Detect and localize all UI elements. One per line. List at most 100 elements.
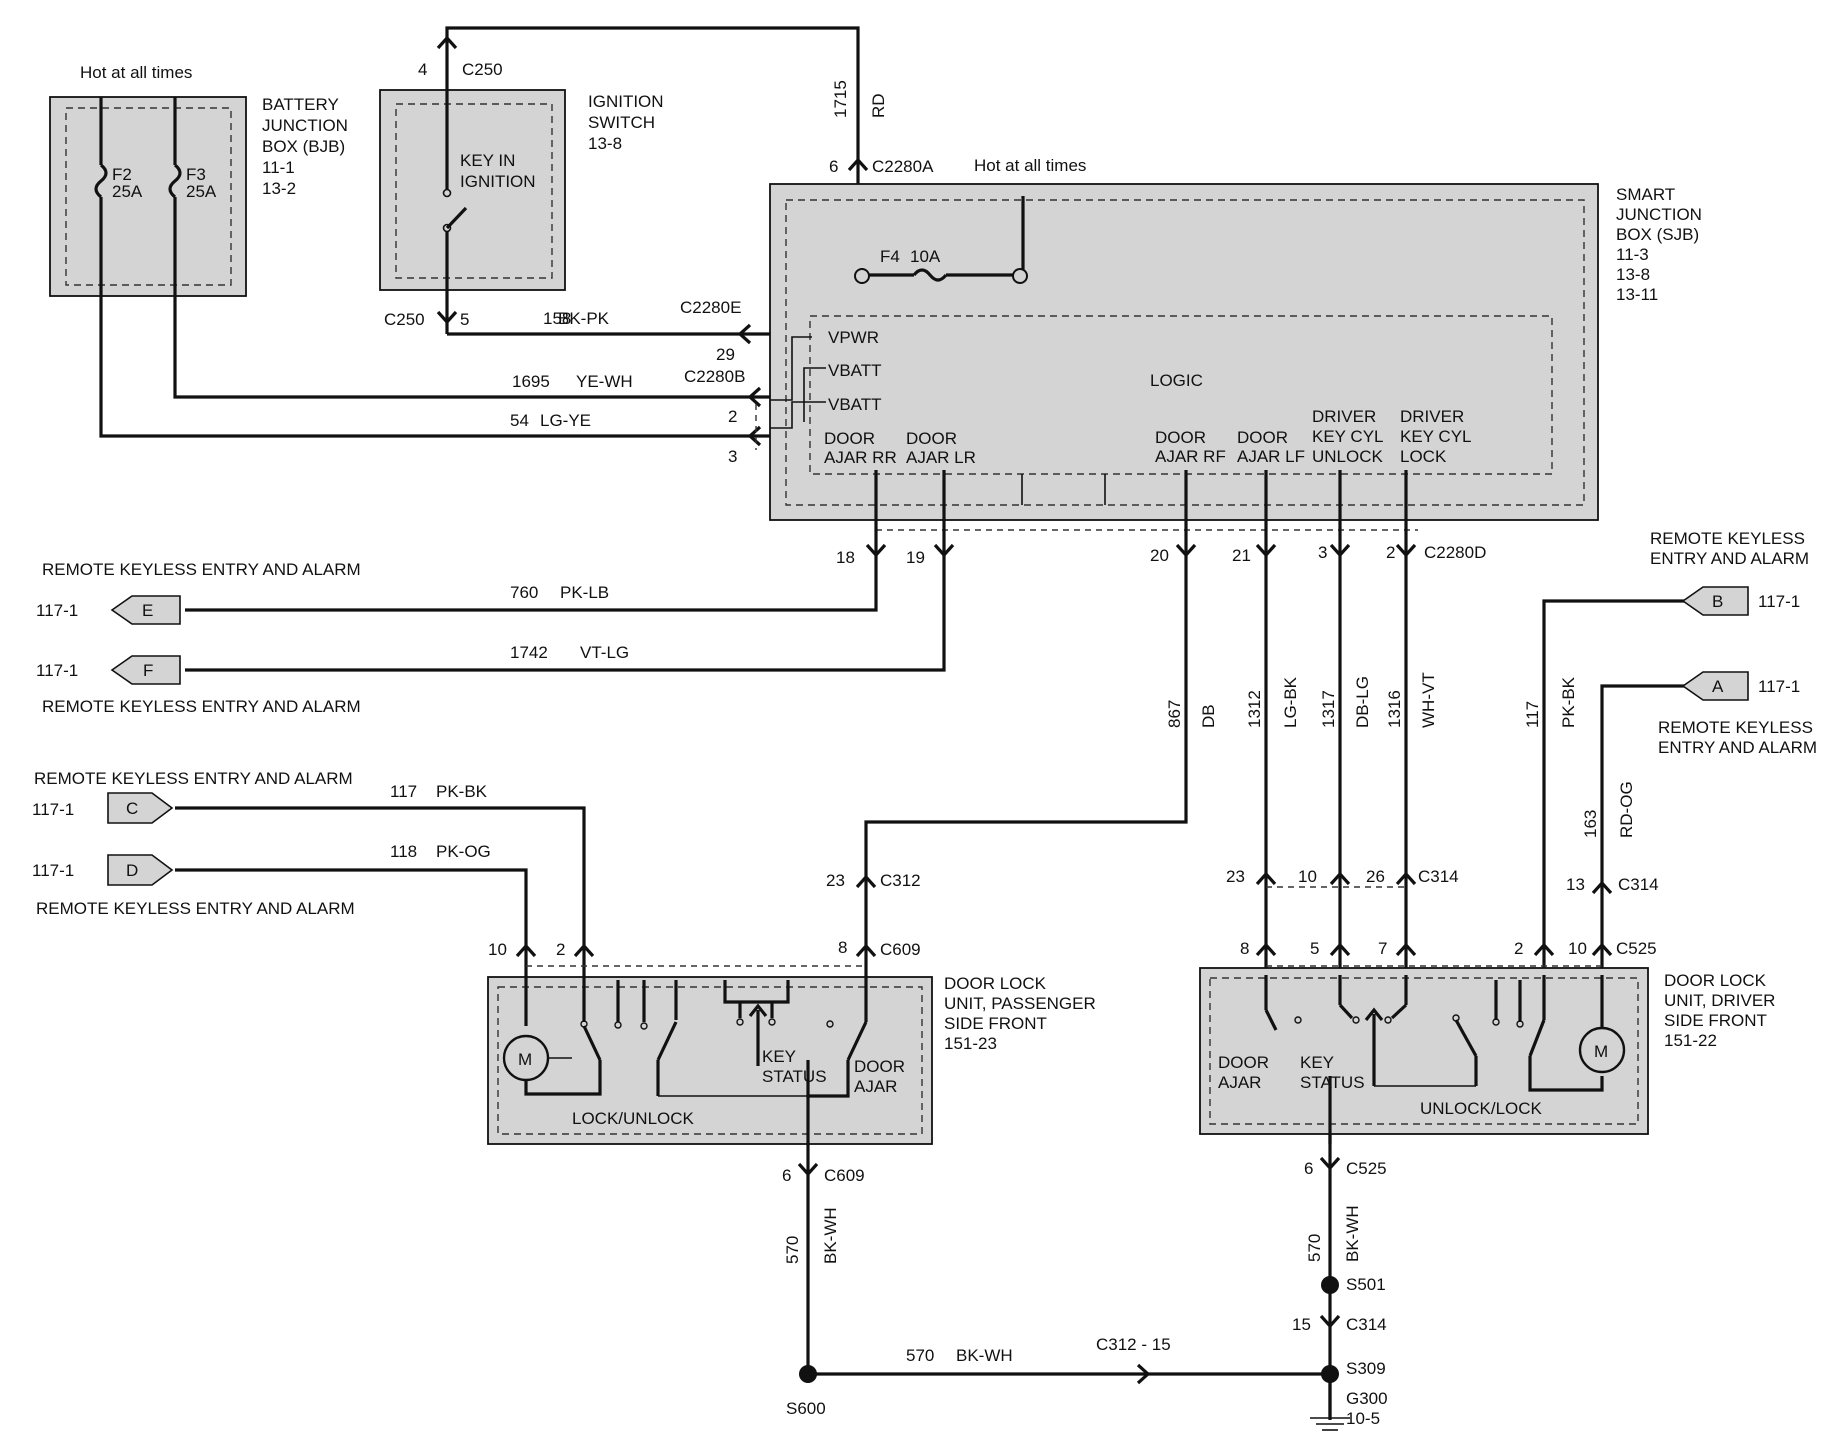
c314c-pin: 15 bbox=[1292, 1315, 1311, 1334]
c2280d-pin-19: 19 bbox=[906, 548, 925, 567]
wire-1695-ye-wh: 1695 YE-WH C2280B bbox=[173, 296, 770, 408]
driver-unit-label-3: SIDE FRONT bbox=[1664, 1011, 1767, 1030]
wire-1317-color: DB-LG bbox=[1353, 676, 1372, 728]
c525-pin-10: 10 bbox=[1568, 939, 1587, 958]
c609-pin-8: 8 bbox=[838, 938, 847, 957]
door-ajar-lf-label-1: DOOR bbox=[1237, 428, 1288, 447]
offpage-e-ref: 117-1 bbox=[36, 601, 78, 620]
fuse-f4-symbol bbox=[912, 268, 948, 282]
wire-117-pk-bk-right: 117 PK-BK bbox=[1523, 599, 1685, 1030]
s309-label: S309 bbox=[1346, 1359, 1386, 1378]
passenger-unit-label-1: DOOR LOCK bbox=[944, 974, 1047, 993]
bjb-label-5: 13-2 bbox=[262, 179, 296, 198]
c314-pin-26: 26 bbox=[1366, 867, 1385, 886]
wire-867-color: DB bbox=[1199, 704, 1218, 728]
offpage-f-letter: F bbox=[143, 661, 153, 680]
door-lock-unit-passenger: 10 2 8 C609 DOOR LOCK UNIT, PASSENGER SI… bbox=[487, 938, 1096, 1145]
connector-c2280d: 18 19 20 21 3 2 C2280D bbox=[836, 543, 1486, 567]
ignition-label-1: IGNITION bbox=[588, 92, 664, 111]
c250-bottom-label: C250 bbox=[384, 310, 425, 329]
wire-163-color: RD-OG bbox=[1617, 781, 1636, 838]
offpage-a-text-2: ENTRY AND ALARM bbox=[1658, 738, 1817, 757]
c2280d-label: C2280D bbox=[1424, 543, 1486, 562]
key-unlock-label-1: DRIVER bbox=[1312, 407, 1376, 426]
c2280a-pin: 6 bbox=[829, 157, 838, 176]
wire-117a-color: PK-BK bbox=[436, 782, 488, 801]
fuse-f3-amp: 25A bbox=[186, 182, 217, 201]
c250-bottom-arrow bbox=[436, 310, 458, 325]
bjb-label-1: BATTERY bbox=[262, 95, 339, 114]
key-unlock-label-3: UNLOCK bbox=[1312, 447, 1384, 466]
driver-unlock-lock-label: UNLOCK/LOCK bbox=[1420, 1099, 1543, 1118]
offpage-d-ref: 117-1 bbox=[32, 861, 74, 880]
s501-label: S501 bbox=[1346, 1275, 1386, 1294]
c314c-label: C314 bbox=[1346, 1315, 1387, 1334]
c250-top-label: C250 bbox=[462, 60, 503, 79]
wire-1695-color: YE-WH bbox=[576, 372, 633, 391]
offpage-connector-d: D 117-1 REMOTE KEYLESS ENTRY AND ALARM bbox=[32, 854, 355, 918]
door-ajar-rr-label-2: AJAR RR bbox=[824, 448, 897, 467]
wire-570-passenger-ground: 6 C609 570 BK-WH bbox=[782, 1144, 865, 1374]
c314-label: C314 bbox=[1418, 867, 1459, 886]
c312-label: C312 bbox=[880, 871, 921, 890]
wire-54-lg-ye: 54 LG-YE 2 3 bbox=[99, 296, 770, 466]
wire-1316-color: WH-VT bbox=[1419, 672, 1438, 728]
wire-570c-color: BK-WH bbox=[956, 1346, 1013, 1365]
driver-motor-icon bbox=[1578, 1026, 1626, 1074]
wire-570c-circuit: 570 bbox=[906, 1346, 934, 1365]
wire-1317-circuit: 1317 bbox=[1319, 690, 1338, 728]
c2280d-pin-2: 2 bbox=[1386, 543, 1395, 562]
wire-158-color: BK-PK bbox=[558, 309, 610, 328]
door-lock-unit-driver: 8 5 7 2 10 C525 DOOR LOCK UNIT, DRIVER S… bbox=[1199, 939, 1775, 1144]
fuse-f2-symbol bbox=[94, 163, 108, 199]
wire-1715-color: RD bbox=[869, 93, 888, 118]
offpage-f-ref: 117-1 bbox=[36, 661, 78, 680]
door-ajar-rf-label-1: DOOR bbox=[1155, 428, 1206, 447]
offpage-e-letter: E bbox=[142, 601, 153, 620]
wire-117b-circuit: 117 bbox=[1523, 701, 1542, 728]
driver-key-status-1: KEY bbox=[1300, 1053, 1334, 1072]
c250-top-pin: 4 bbox=[418, 60, 427, 79]
fuse-f4-label: F4 bbox=[880, 247, 900, 266]
c2280b-pin-3: 3 bbox=[728, 447, 737, 466]
wire-158-circuit: 158 bbox=[543, 309, 571, 328]
wire-1695-circuit: 1695 bbox=[512, 372, 550, 391]
offpage-a-ref: 117-1 bbox=[1758, 677, 1800, 696]
wire-570b-circuit: 570 bbox=[1305, 1234, 1324, 1262]
wire-118-color: PK-OG bbox=[436, 842, 491, 861]
driver-unit-label-2: UNIT, DRIVER bbox=[1664, 991, 1775, 1010]
offpage-c-letter: C bbox=[126, 799, 138, 818]
c525-label: C525 bbox=[1616, 939, 1657, 958]
wire-1742-color: VT-LG bbox=[580, 643, 629, 662]
wire-867-circuit: 867 bbox=[1165, 700, 1184, 728]
offpage-connector-b: B 117-1 REMOTE KEYLESS ENTRY AND ALARM bbox=[1650, 529, 1809, 616]
door-ajar-lr-label-1: DOOR bbox=[906, 429, 957, 448]
wire-1312-circuit: 1312 bbox=[1245, 690, 1264, 728]
offpage-f-text: REMOTE KEYLESS ENTRY AND ALARM bbox=[42, 697, 361, 716]
battery-junction-box: Hot at all times BATTERY JUNCTION BOX (B… bbox=[49, 63, 348, 297]
logic-label: LOGIC bbox=[1150, 371, 1203, 390]
passenger-lock-switch bbox=[582, 1025, 602, 1061]
fuse-f3-symbol bbox=[168, 163, 182, 199]
wire-570a-color: BK-WH bbox=[821, 1207, 840, 1264]
offpage-connector-a: A 117-1 REMOTE KEYLESS ENTRY AND ALARM bbox=[1658, 671, 1817, 757]
passenger-lock-unlock-label: LOCK/UNLOCK bbox=[572, 1109, 695, 1128]
driver-door-ajar-1: DOOR bbox=[1218, 1053, 1269, 1072]
c312-pin: 23 bbox=[826, 871, 845, 890]
g300-label: G300 bbox=[1346, 1389, 1388, 1408]
wire-163-rd-og: 163 RD-OG 13 C314 bbox=[1566, 684, 1685, 1030]
wire-117a-circuit: 117 bbox=[390, 782, 417, 801]
offpage-a-text-1: REMOTE KEYLESS bbox=[1658, 718, 1813, 737]
ground-g300: G300 10-5 bbox=[1310, 1374, 1388, 1431]
c2280b-pin-2: 2 bbox=[728, 407, 737, 426]
offpage-b-ref: 117-1 bbox=[1758, 592, 1800, 611]
wire-1742-circuit: 1742 bbox=[510, 643, 548, 662]
driver-unit-label-4: 151-22 bbox=[1664, 1031, 1717, 1050]
wire-570-driver-ground: 6 C525 570 BK-WH S501 15 C314 S309 bbox=[1292, 1134, 1387, 1420]
offpage-connector-c: C 117-1 REMOTE KEYLESS ENTRY AND ALARM bbox=[32, 769, 353, 824]
passenger-door-ajar-1: DOOR bbox=[854, 1057, 905, 1076]
wire-570b-color: BK-WH bbox=[1343, 1205, 1362, 1262]
c250-bottom-pin: 5 bbox=[460, 310, 469, 329]
offpage-e-text: REMOTE KEYLESS ENTRY AND ALARM bbox=[42, 560, 361, 579]
sjb-label-1: SMART bbox=[1616, 185, 1675, 204]
